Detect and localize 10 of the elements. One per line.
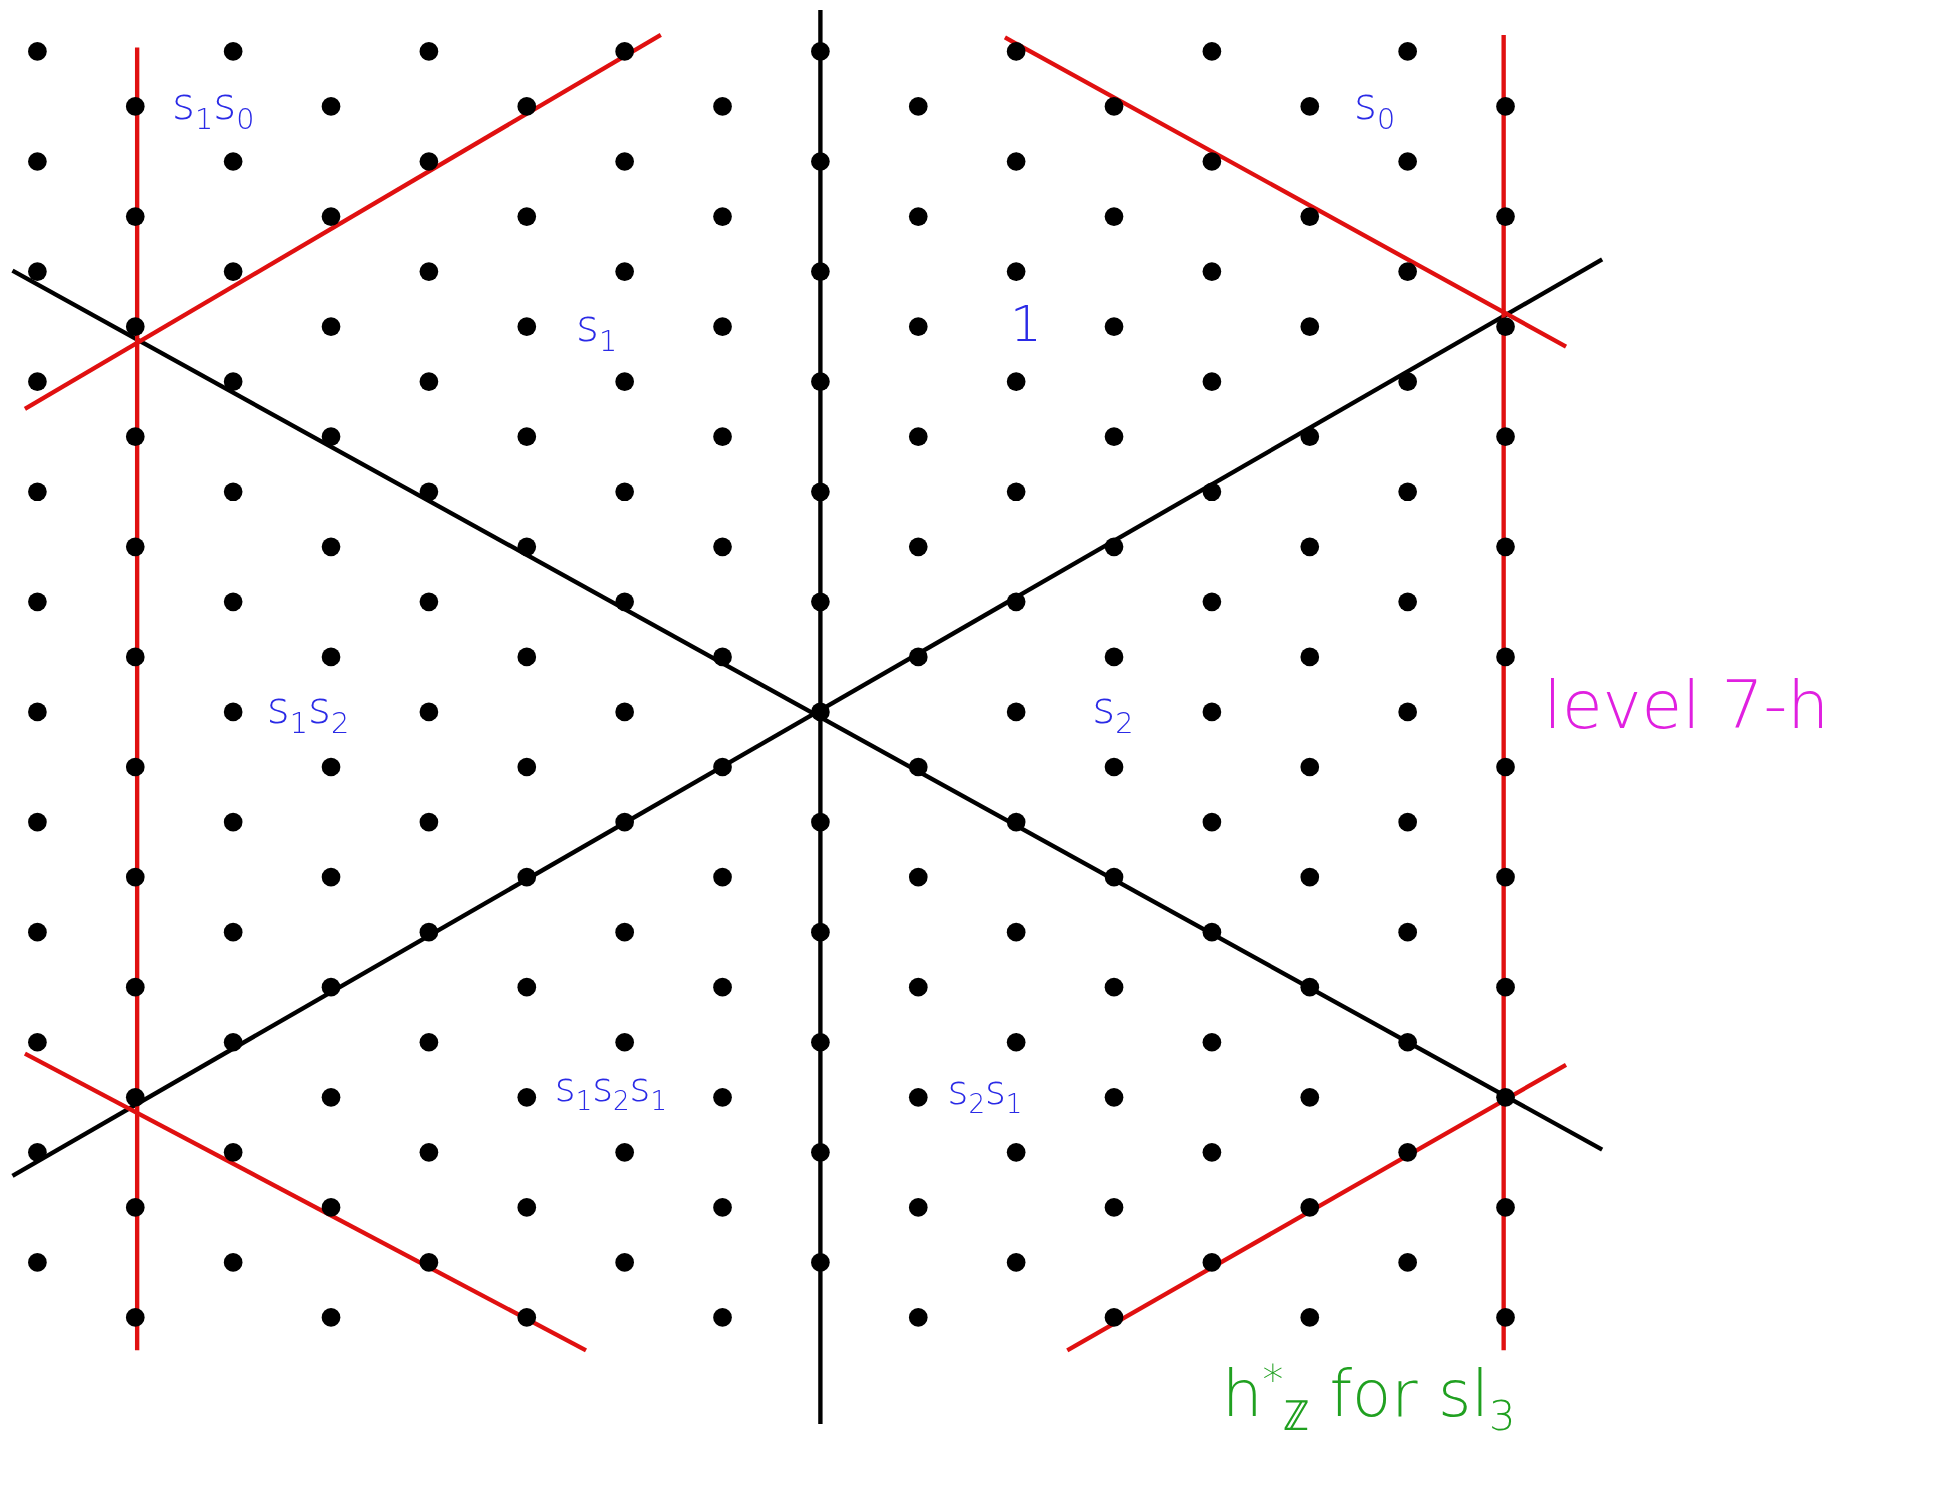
word-label: s$_{1}$s$_{0}$ [172,82,255,134]
word-label: s$_{1}$ [576,304,618,356]
word-label: s$_{2}$s$_{1}$ [947,1069,1023,1117]
word-label: s$_{0}$ [1354,82,1396,134]
word-label: s$_{1}$s$_{2}$ [266,685,350,738]
caption-label: h$^{*}$$_{ℤ}$ for sl$_{3}$ [1221,1359,1516,1437]
level-label: level 7-h [1543,673,1830,740]
word-label: s$_{1}$s$_{2}$s$_{1}$ [554,1067,667,1115]
word-label: 1 [1009,299,1042,350]
word-label: s$_{2}$ [1092,685,1134,738]
